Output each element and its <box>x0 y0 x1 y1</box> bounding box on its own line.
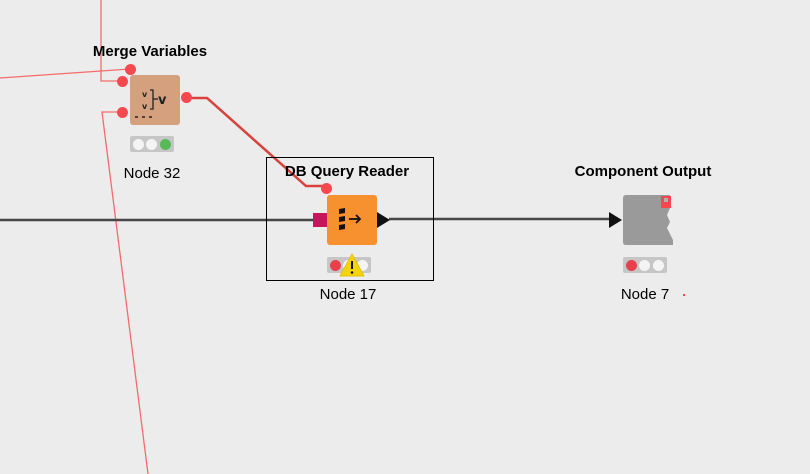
flow-connection-bottom[interactable] <box>101 111 149 474</box>
component-output-icon[interactable] <box>623 195 673 245</box>
marker-dot <box>683 294 685 296</box>
db-input-port[interactable] <box>313 213 327 227</box>
status-traffic-light <box>130 136 174 152</box>
flow-input-port-1[interactable] <box>125 64 136 75</box>
node-label[interactable]: Node 32 <box>123 165 181 182</box>
status-light-green <box>652 259 664 271</box>
flow-input-port-2[interactable] <box>117 76 128 87</box>
status-light-red <box>133 138 145 150</box>
status-traffic-light <box>623 257 667 273</box>
flow-connection-merge-to-db[interactable] <box>187 96 327 188</box>
db-reader-icon <box>339 208 362 230</box>
flow-connection-left[interactable] <box>0 68 131 79</box>
data-input-port[interactable] <box>609 212 623 228</box>
status-light-yellow <box>639 259 651 271</box>
db-query-reader-icon-box[interactable] <box>327 195 377 245</box>
status-light-yellow <box>146 138 158 150</box>
merge-variables-icon: v v v <box>135 89 167 118</box>
status-light-green <box>356 259 368 271</box>
warning-icon[interactable] <box>339 253 365 277</box>
flow-connection-top-left[interactable] <box>100 0 122 82</box>
flow-output-port[interactable] <box>181 92 192 103</box>
status-light-red <box>626 259 638 271</box>
node-title: Merge Variables <box>92 43 208 60</box>
node-label[interactable]: Node 7 <box>620 286 670 303</box>
merge-variables-icon-box[interactable]: v v v <box>130 75 180 125</box>
svg-text:v: v <box>142 102 148 111</box>
svg-text:v: v <box>158 93 167 108</box>
data-output-port[interactable] <box>377 212 391 228</box>
status-light-green <box>159 138 171 150</box>
selection-box <box>266 157 434 281</box>
node-title: Component Output <box>574 163 712 180</box>
flow-input-port[interactable] <box>321 183 332 194</box>
node-title: DB Query Reader <box>284 163 410 180</box>
status-light-red <box>330 259 342 271</box>
node-label[interactable]: Node 17 <box>319 286 377 303</box>
flow-input-port-3[interactable] <box>117 107 128 118</box>
svg-text:v: v <box>142 90 148 99</box>
